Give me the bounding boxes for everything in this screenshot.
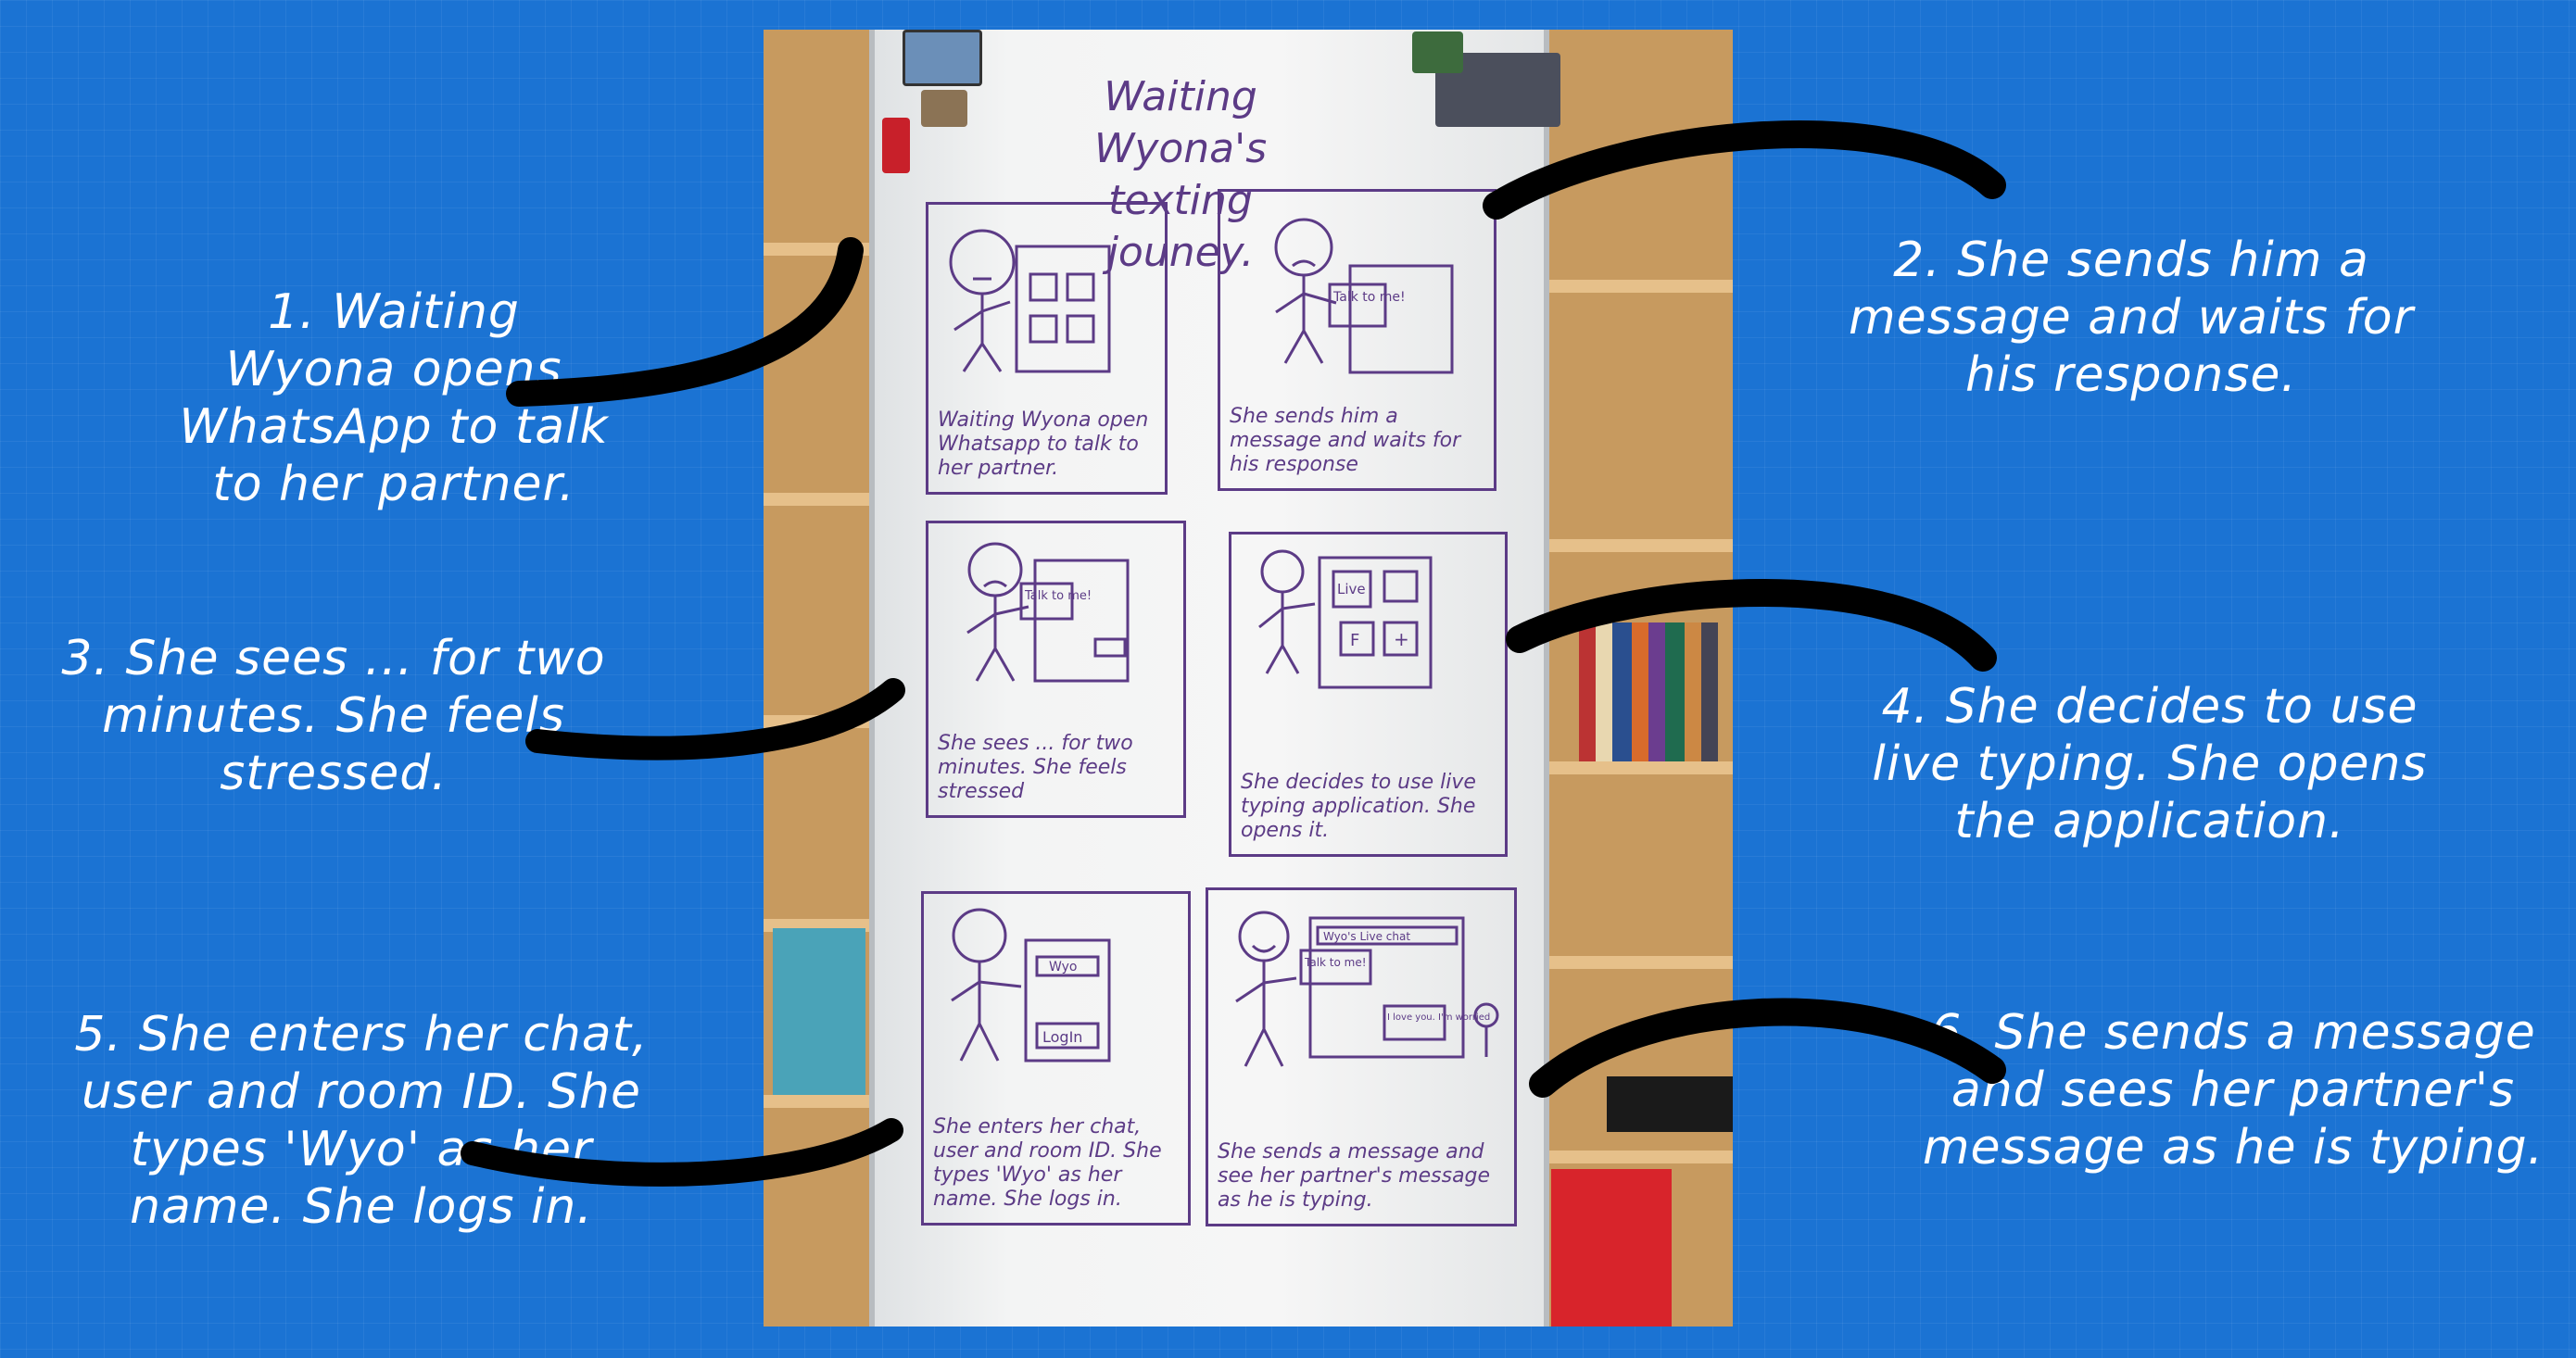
- panel-4-text: She decides to use live typing applicati…: [1241, 771, 1476, 842]
- caption-3: 3. She sees ... for two minutes. She fee…: [61, 631, 606, 801]
- caption-1: 1. Waiting Wyona opens WhatsApp to talk …: [179, 284, 609, 512]
- magnet: [903, 30, 982, 86]
- stick-figures-live-chat-sketch: Wyo's Live chat Talk to me! I love you. …: [1235, 911, 1499, 1067]
- wyo-label: Wyo: [1049, 960, 1077, 974]
- i-love-you-label: I love you. I'm worried: [1387, 1012, 1490, 1023]
- story-panel-6: Wyo's Live chat Talk to me! I love you. …: [1206, 887, 1517, 1226]
- shelf-board: [1538, 956, 1733, 969]
- shelf-board: [1538, 539, 1733, 552]
- magnet: [1412, 31, 1463, 73]
- caption-6: 6. She sends a message and sees her part…: [1922, 1005, 2544, 1176]
- talk-to-me-label-3: Talk to me!: [1304, 956, 1367, 969]
- grey-fabric: [773, 928, 865, 1095]
- caption-4: 4. She decides to use live typing. She o…: [1872, 679, 2428, 849]
- live-label: Live: [1337, 581, 1366, 597]
- board-title: Waiting Wyona's texting jouney.: [1093, 73, 1268, 276]
- caption-2: 2. She sends him a message and waits for…: [1849, 233, 2414, 403]
- whiteboard-photo: Waiting Wyona's texting jouney.: [764, 30, 1733, 1327]
- stick-figure-phone-sketch: [949, 229, 1111, 373]
- shelf-board: [1538, 280, 1733, 293]
- magnet: [882, 118, 910, 173]
- red-bag: [1551, 1169, 1672, 1327]
- stick-figure-phone-sketch: Live F +: [1258, 549, 1433, 689]
- stick-figure-login-sketch: Wyo LogIn: [951, 908, 1111, 1063]
- panel-2-text: She sends him a message and waits for hi…: [1230, 405, 1461, 476]
- story-panel-2: Talk to me! She sends him a message and …: [1218, 189, 1496, 491]
- f-label: F: [1350, 631, 1359, 650]
- login-label: LogIn: [1042, 1028, 1082, 1046]
- stick-figure-phone-sketch: Talk to me!: [966, 542, 1130, 683]
- shelf-board: [1538, 761, 1733, 774]
- story-panel-1: Waiting Wyona open Whatsapp to talk to h…: [926, 202, 1168, 495]
- story-panel-4: Live F + She decides to use live typing …: [1229, 532, 1508, 857]
- keyboard: [1607, 1076, 1733, 1132]
- whiteboard: Waiting Wyona's texting jouney.: [869, 30, 1560, 1327]
- magnet: [921, 90, 967, 127]
- talk-to-me-label-2: Talk to me!: [1024, 589, 1092, 603]
- plus-label: +: [1394, 628, 1409, 650]
- books: [1579, 622, 1718, 761]
- talk-to-me-label-1: Talk to me!: [1332, 290, 1406, 305]
- shelf-left: [764, 30, 869, 1327]
- live-chat-header-label: Wyo's Live chat: [1323, 930, 1410, 943]
- panel-5-text: She enters her chat, user and room ID. S…: [933, 1115, 1162, 1211]
- panel-1-text: Waiting Wyona open Whatsapp to talk to h…: [938, 409, 1149, 480]
- shelf-board: [764, 493, 869, 506]
- story-panel-3: Talk to me! She sees ... for two minutes…: [926, 521, 1186, 818]
- caption-5: 5. She enters her chat, user and room ID…: [74, 1007, 649, 1235]
- panel-3-text: She sees ... for two minutes. She feels …: [938, 732, 1133, 803]
- panel-6-text: She sends a message and see her partner'…: [1218, 1140, 1491, 1212]
- shelf-board: [764, 715, 869, 728]
- shelf-board: [764, 243, 869, 256]
- shelf-board: [764, 1095, 869, 1108]
- story-panel-5: Wyo LogIn She enters her chat, user and …: [921, 891, 1191, 1226]
- shelf-board: [1538, 1151, 1733, 1163]
- stick-figure-phone-sketch: Talk to me!: [1274, 218, 1454, 374]
